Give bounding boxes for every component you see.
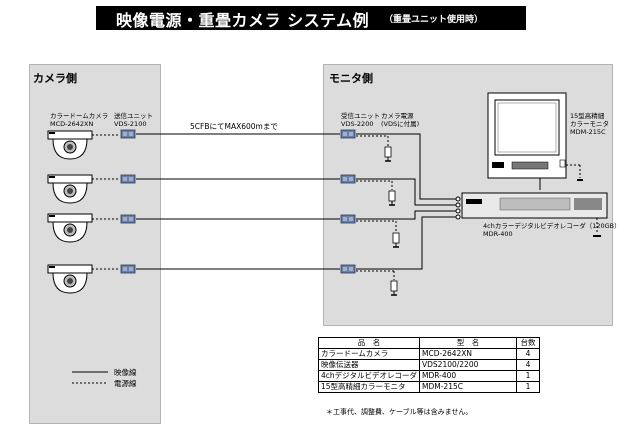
col-qty: 台数 xyxy=(516,337,540,349)
rx-unit-3 xyxy=(340,214,356,224)
power-supply-1 xyxy=(384,146,392,162)
legend-video: 映像線 xyxy=(114,368,137,377)
table-cell: 1 xyxy=(516,381,540,393)
tx-unit-4 xyxy=(120,264,136,274)
camera-power-sub: (VDSに付属) xyxy=(381,120,420,128)
camera-side-title: カメラ側 xyxy=(33,72,77,85)
camera-side-panel xyxy=(29,64,161,424)
camera-row-2 xyxy=(47,174,356,204)
table-cell: 1 xyxy=(516,370,540,382)
col-model: 型 名 xyxy=(419,337,517,349)
table-row: 映像伝送器 VDS2100/2200 4 xyxy=(318,359,540,371)
tx-unit-1 xyxy=(120,129,136,139)
table-cell: カラードームカメラ xyxy=(318,348,420,360)
dome-camera-3 xyxy=(47,213,93,243)
table-cell: MCD-2642XN xyxy=(419,348,517,360)
camera-power-name: カメラ電源 xyxy=(381,112,414,120)
monitor-name-2: カラーモニタ xyxy=(570,120,609,128)
col-product-name: 品 名 xyxy=(318,337,420,349)
color-monitor xyxy=(487,92,583,181)
dome-camera-2 xyxy=(47,174,93,204)
monitor-side-title: モニタ側 xyxy=(329,72,373,85)
camera-power-supplies xyxy=(356,135,400,296)
power-supply-3 xyxy=(392,232,400,248)
camera-row-3 xyxy=(47,213,356,243)
camera-name: カラードームカメラ xyxy=(50,112,109,120)
cable-label: 5CFBにてMAX600mまで xyxy=(190,122,278,131)
table-cell: 映像伝送器 xyxy=(318,359,420,371)
monitor-label: 15型高精細 カラーモニタ MDM-215C xyxy=(570,112,609,136)
rx-unit-1 xyxy=(340,129,356,139)
tx-unit-3 xyxy=(120,214,136,224)
table-row: 4chデジタルビデオレコーダ MDR-400 1 xyxy=(318,370,540,382)
table-cell: 15型高精細カラーモニタ xyxy=(318,381,420,393)
rx-unit-4 xyxy=(340,264,356,274)
legend-power: 電源線 xyxy=(114,379,137,388)
camera-row-4 xyxy=(47,264,356,294)
table-cell: 4 xyxy=(516,359,540,371)
equipment-table: 品 名 型 名 台数 カラードームカメラ MCD-2642XN 4 映像伝送器 … xyxy=(318,337,540,393)
digital-video-recorder xyxy=(461,192,608,237)
camera-model: MCD-2642XN xyxy=(50,120,94,128)
recorder-label: 4chカラーデジタルビデオレコーダ（120GB） MDR-400 xyxy=(483,222,621,238)
table-row: カラードームカメラ MCD-2642XN 4 xyxy=(318,348,540,360)
recorder-name: 4chカラーデジタルビデオレコーダ（120GB） xyxy=(483,222,621,230)
monitor-model: MDM-215C xyxy=(570,128,606,136)
tx-unit-name: 送信ユニット xyxy=(114,112,153,120)
dome-camera-4 xyxy=(47,264,93,294)
table-cell: MDM-215C xyxy=(419,381,517,393)
power-supply-4 xyxy=(390,280,398,296)
tx-unit-model: VDS-2100 xyxy=(114,120,147,128)
rx-unit-name: 受信ユニット xyxy=(341,112,380,120)
power-supply-2 xyxy=(388,190,396,206)
table-cell: 4 xyxy=(516,348,540,360)
recorder-model: MDR-400 xyxy=(483,230,513,238)
rx-unit-label: 受信ユニット VDS-2200 xyxy=(341,112,380,128)
page-title: 映像電源・重畳カメラ システム例 xyxy=(116,11,370,30)
camera-power-label: カメラ電源 (VDSに付属) xyxy=(381,112,419,128)
rx-unit-model: VDS-2200 xyxy=(341,120,374,128)
monitor-name: 15型高精細 xyxy=(570,112,605,120)
legend-lines xyxy=(72,371,108,384)
table-cell: MDR-400 xyxy=(419,370,517,382)
footnote: ＊工事代、調整費、ケーブル等は含みません。 xyxy=(326,408,473,416)
table-header-row: 品 名 型 名 台数 xyxy=(318,337,540,349)
rx-unit-2 xyxy=(340,174,356,184)
video-bus xyxy=(356,133,461,270)
dome-camera-1 xyxy=(47,130,93,160)
page-subtitle: （重畳ユニット使用時） xyxy=(384,15,484,25)
table-row: 15型高精細カラーモニタ MDM-215C 1 xyxy=(318,381,540,393)
title-bar xyxy=(96,6,526,30)
table-cell: VDS2100/2200 xyxy=(419,359,517,371)
table-cell: 4chデジタルビデオレコーダ xyxy=(318,370,420,382)
camera-label: カラードームカメラ MCD-2642XN xyxy=(50,112,108,128)
camera-row-1 xyxy=(47,129,356,160)
tx-unit-2 xyxy=(120,174,136,184)
tx-unit-label: 送信ユニット VDS-2100 xyxy=(114,112,153,128)
